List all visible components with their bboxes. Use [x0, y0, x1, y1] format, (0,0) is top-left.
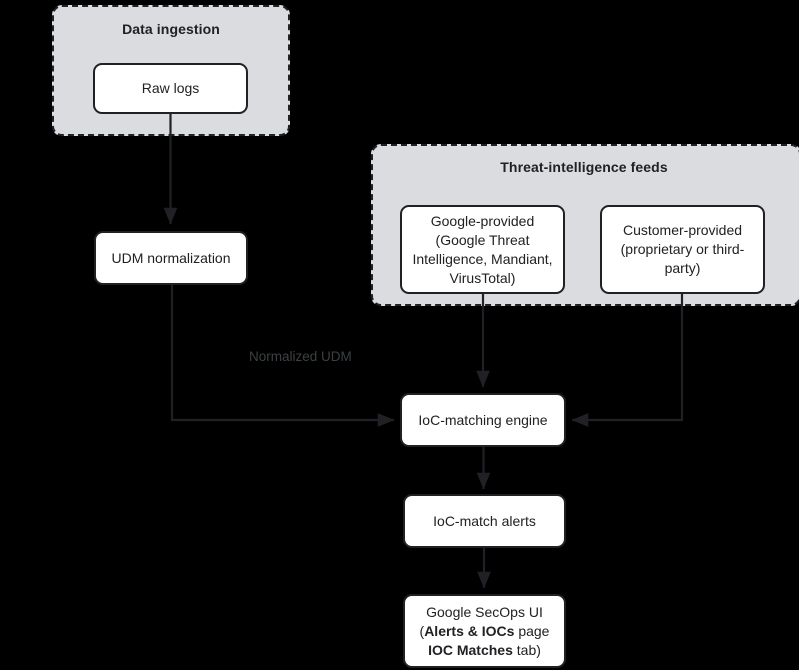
cluster-threat-intelligence-feeds-title: Threat-intelligence feeds — [500, 159, 668, 175]
node-raw-logs-label: Raw logs — [141, 80, 200, 96]
node-ioc-matching-engine[interactable]: IoC-matching engine — [400, 393, 566, 447]
node-ioc-matching-engine-label: IoC-matching engine — [418, 411, 548, 428]
node-ioc-match-alerts[interactable]: IoC-match alerts — [403, 494, 566, 548]
node-raw-logs[interactable]: Raw logs — [93, 63, 248, 114]
node-udm-normalization[interactable]: UDM normalization — [94, 231, 248, 285]
edge-label-normalized-udm: Normalized UDM — [249, 349, 352, 364]
node-secops-ui-line2-rest: page — [514, 622, 550, 639]
node-secops-ui-line2-prefix: ( — [419, 622, 425, 639]
node-secops-ui-line2-bold: Alerts & IOCs — [424, 622, 515, 639]
node-google-provided-line2: (Google Threat — [435, 231, 530, 248]
node-udm-normalization-label: UDM normalization — [111, 249, 231, 266]
node-customer-provided-line1: Customer-provided — [622, 222, 743, 238]
node-google-secops-ui-label: Google SecOps UI (Alerts & IOCs page IOC… — [411, 603, 558, 660]
node-google-provided-line3: Intelligence, Mandiant, — [412, 250, 553, 267]
node-customer-provided-feed-label: Customer-provided (proprietary or third-… — [608, 221, 757, 278]
node-google-provided-line1: Google-provided — [430, 212, 535, 229]
node-ioc-match-alerts-label: IoC-match alerts — [433, 512, 536, 529]
node-google-provided-feed[interactable]: Google-provided (Google Threat Intellige… — [400, 205, 565, 294]
cluster-data-ingestion-title: Data ingestion — [122, 21, 220, 37]
node-google-provided-feed-label: Google-provided (Google Threat Intellige… — [408, 212, 557, 288]
node-google-provided-line4: VirusTotal) — [449, 269, 516, 286]
node-secops-ui-line3-rest: tab) — [512, 641, 541, 658]
node-customer-provided-feed[interactable]: Customer-provided (proprietary or third-… — [600, 205, 765, 294]
node-google-secops-ui[interactable]: Google SecOps UI (Alerts & IOCs page IOC… — [403, 594, 566, 668]
node-customer-provided-line2: (proprietary or third- — [620, 241, 745, 257]
node-secops-ui-line3-bold: IOC Matches — [428, 641, 513, 658]
node-secops-ui-line1: Google SecOps UI — [426, 603, 543, 620]
edge-customer-feed-to-engine — [571, 293, 684, 427]
node-customer-provided-line3: party) — [664, 260, 701, 276]
